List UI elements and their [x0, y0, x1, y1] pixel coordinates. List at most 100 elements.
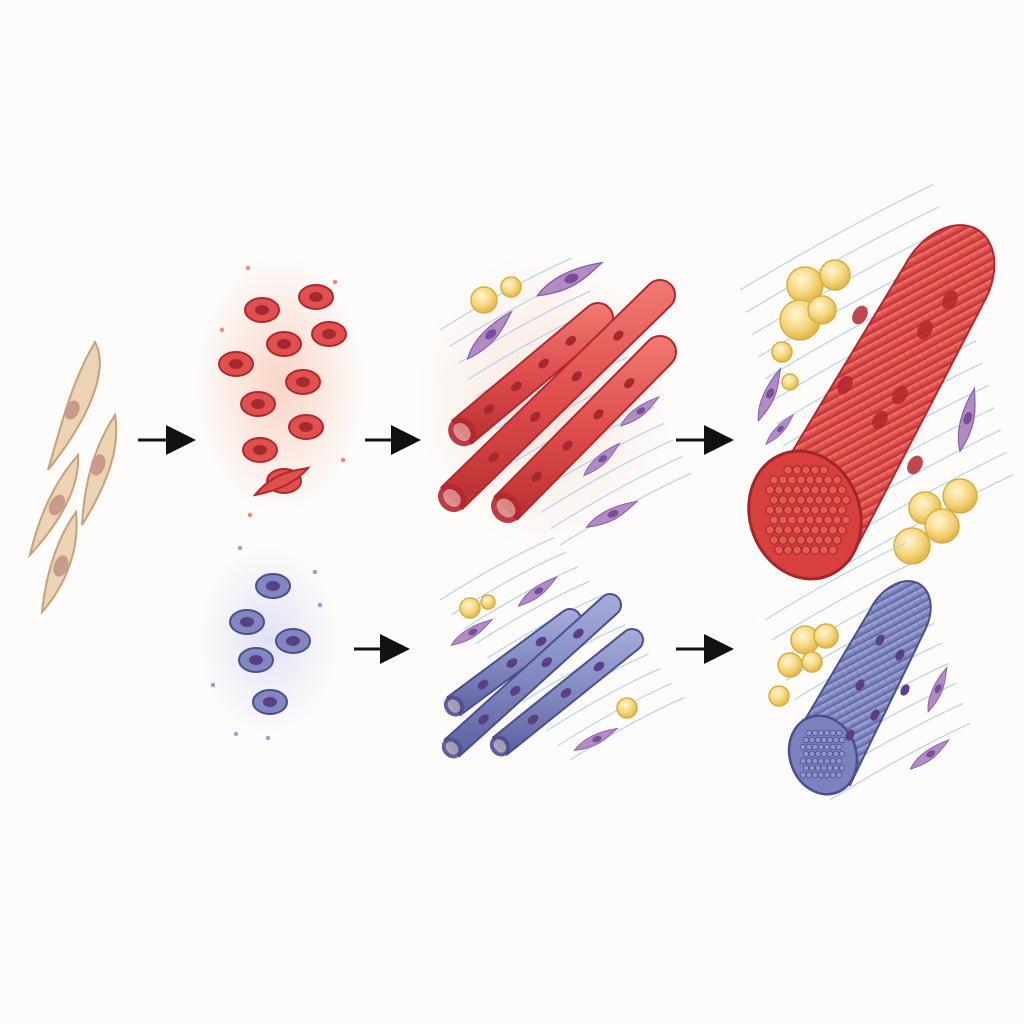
fascicle	[823, 495, 833, 505]
blue-muscle-fiber-bundle	[764, 542, 971, 801]
fascicle	[801, 505, 811, 515]
dot	[237, 545, 243, 551]
nucleus	[895, 649, 905, 661]
fascicle	[841, 495, 851, 505]
fascicle	[805, 729, 813, 737]
arrows	[138, 425, 734, 664]
fascicle	[814, 764, 822, 772]
fascicle	[801, 525, 811, 535]
fascicle	[823, 757, 831, 765]
myoblast-icon	[311, 321, 347, 347]
fascicle	[828, 485, 838, 495]
fascicle	[810, 465, 820, 475]
fascicle	[787, 515, 797, 525]
collagen-fiber	[463, 566, 578, 630]
fat-cell-icon	[801, 651, 823, 673]
fascicle	[808, 736, 816, 744]
nucleus	[852, 305, 868, 325]
fascicle	[783, 505, 793, 515]
fascicle	[769, 515, 779, 525]
fascicle	[802, 736, 810, 744]
fascicle	[828, 505, 838, 515]
myoblast-icon	[244, 297, 280, 323]
stromal-cell-icon	[957, 386, 976, 453]
nucleus	[527, 714, 539, 725]
fascicle	[805, 743, 813, 751]
nucleus	[538, 358, 549, 369]
fascicle	[802, 764, 810, 772]
myoblast-icon	[252, 689, 288, 715]
fascicle	[811, 771, 819, 779]
fascicle	[817, 729, 825, 737]
collagen-fiber	[550, 456, 683, 529]
fascicle	[796, 535, 806, 545]
nucleus	[593, 661, 605, 672]
collagen-fiber	[569, 697, 685, 761]
nucleus	[249, 655, 263, 665]
fascicle	[829, 757, 837, 765]
fascicle	[814, 475, 824, 485]
nucleus	[900, 684, 910, 696]
dot	[219, 327, 225, 333]
nucleus	[845, 729, 855, 741]
fascicle	[832, 475, 842, 485]
myoblast-icon	[229, 609, 265, 635]
fascicle	[817, 771, 825, 779]
fat-cell-icon	[942, 478, 978, 514]
fascicle	[769, 535, 779, 545]
fascicle	[832, 764, 840, 772]
fascicle	[823, 729, 831, 737]
fascicle	[814, 515, 824, 525]
fascicle	[810, 505, 820, 515]
fascicle	[796, 515, 806, 525]
fascicle	[765, 505, 775, 515]
nucleus	[483, 404, 495, 415]
fascicle	[835, 743, 843, 751]
dot	[332, 279, 338, 285]
collagen-fiber	[739, 183, 934, 291]
nucleus	[277, 339, 291, 349]
myoblast-icon	[288, 414, 324, 440]
red-myotubes	[415, 250, 692, 550]
stromal-cell-icon	[582, 442, 621, 477]
fascicle	[792, 465, 802, 475]
dot	[340, 457, 346, 463]
fat-cell-icon	[768, 685, 790, 707]
nucleus	[253, 445, 267, 455]
blue-myoblasts	[198, 545, 338, 741]
stromal-cell-icon	[757, 366, 782, 422]
fascicle	[787, 535, 797, 545]
fascicle	[820, 764, 828, 772]
fat-cell-icon	[777, 652, 803, 678]
fascicle	[838, 736, 846, 744]
fascicle	[817, 757, 825, 765]
fascicle	[805, 515, 815, 525]
fascicle	[799, 771, 807, 779]
fascicle	[837, 505, 847, 515]
nucleus	[560, 688, 572, 698]
stromal-cell-icon	[535, 261, 605, 297]
nucleus	[286, 636, 300, 646]
nucleus	[541, 657, 552, 668]
fascicle	[823, 771, 831, 779]
nucleus	[855, 679, 865, 691]
nucleus	[573, 628, 584, 639]
dot	[317, 602, 323, 608]
nucleus	[240, 617, 254, 627]
nucleus	[488, 452, 499, 463]
fascicle	[838, 764, 846, 772]
collagen-fiber	[475, 580, 590, 645]
stromal-cell-icon	[466, 310, 513, 361]
red-muscle-fiber-bundle	[739, 183, 1014, 581]
nucleus	[266, 581, 280, 591]
myotube-icon	[437, 279, 676, 513]
nucleus	[510, 685, 521, 696]
fascicle	[792, 525, 802, 535]
stromal-cell-icon	[450, 618, 494, 646]
fascicle	[801, 545, 811, 555]
myoblast-icon	[275, 628, 311, 654]
fat-cell-icon	[807, 295, 837, 325]
nucleus	[571, 371, 582, 382]
